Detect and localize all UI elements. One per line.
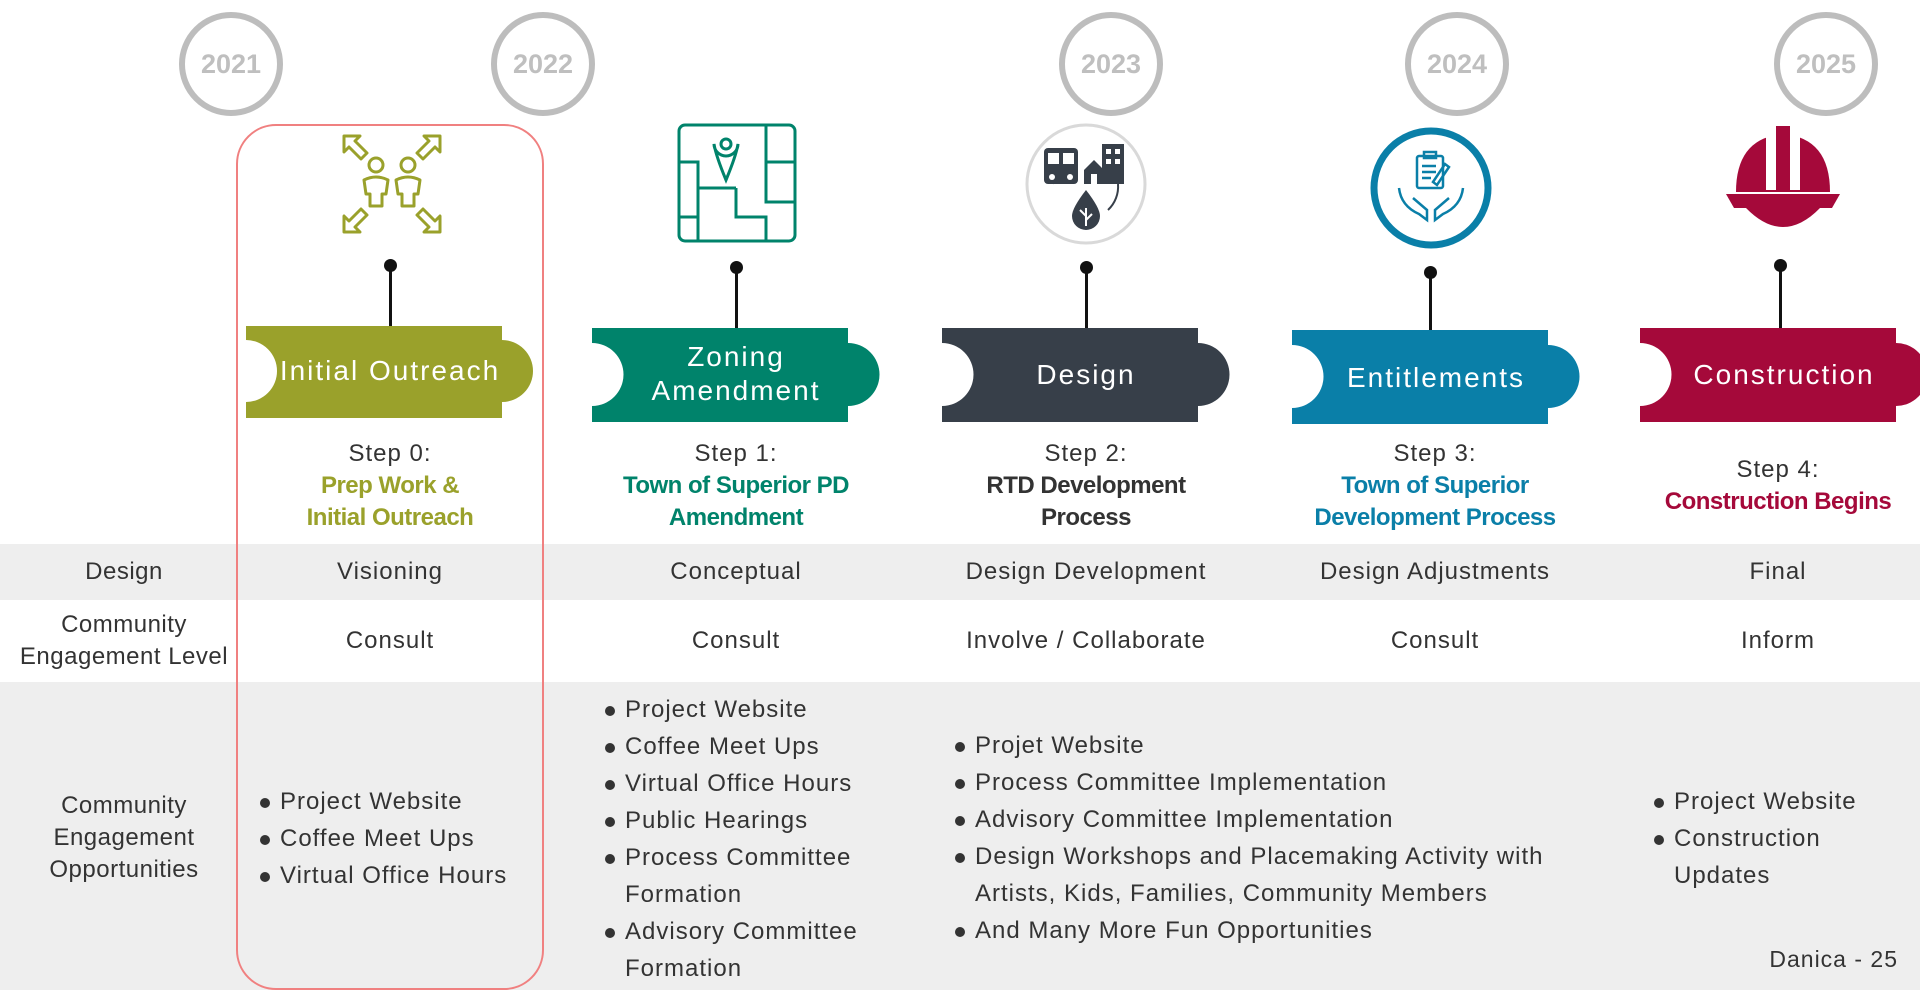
list-item: Process Committee Implementation xyxy=(953,764,1583,801)
engagement-level-label: Engagement Level xyxy=(19,643,229,670)
list-item: Virtual Office Hours xyxy=(258,857,538,894)
year-2023-circle: 2023 xyxy=(1059,12,1163,116)
engagement-level-label: Community xyxy=(61,611,187,638)
list-item: Advisory Committee Formation xyxy=(603,913,893,987)
current-step-highlight xyxy=(236,124,544,990)
year-2021-circle: 2021 xyxy=(179,12,283,116)
step-number: Step 3: xyxy=(1393,440,1477,467)
engagement-level-cell: Inform xyxy=(1740,627,1815,654)
connector-line xyxy=(1085,267,1088,330)
list-item: And Many More Fun Opportunities xyxy=(953,912,1583,949)
step-number: Step 1: xyxy=(694,440,778,467)
year-2025-circle: 2025 xyxy=(1774,12,1878,116)
design-cell: Final xyxy=(1749,558,1807,585)
list-item: Project Website xyxy=(258,783,538,820)
stage-banner-label: Entitlements xyxy=(1346,362,1526,393)
year-2022-circle: 2022 xyxy=(491,12,595,116)
stage-banner-construction xyxy=(1640,328,1920,422)
step-title: Prep Work & xyxy=(320,472,460,499)
transit-building-leaf-icon xyxy=(1025,123,1147,245)
stage-banner-label: Amendment xyxy=(651,375,821,406)
list-item: Design Workshops and Placemaking Activit… xyxy=(953,838,1583,912)
people-expand-icon xyxy=(342,134,442,234)
list-item: Projet Website xyxy=(953,727,1583,764)
connector-line xyxy=(735,267,738,330)
step-title: RTD Development xyxy=(986,472,1186,499)
opportunities-row-band xyxy=(0,682,1920,990)
design-cell: Conceptual xyxy=(670,558,802,585)
list-item: Virtual Office Hours xyxy=(603,765,893,802)
list-item: Project Website xyxy=(1652,783,1882,820)
list-item: Coffee Meet Ups xyxy=(603,728,893,765)
step-title: Construction Begins xyxy=(1664,488,1892,515)
design-cell: Design Development xyxy=(965,558,1207,585)
connector-line xyxy=(1429,272,1432,332)
opportunities-label: Opportunities xyxy=(49,856,199,883)
step-title: Development Process xyxy=(1314,504,1556,531)
opportunities-label: Engagement xyxy=(53,824,195,851)
list-item: Advisory Committee Implementation xyxy=(953,801,1583,838)
page-footer: Danica - 25 xyxy=(1769,946,1898,972)
opportunities-list-step1: Project Website Coffee Meet Ups Virtual … xyxy=(603,691,893,987)
list-item: Process Committee Formation xyxy=(603,839,893,913)
engagement-level-cell: Consult xyxy=(1390,627,1480,654)
list-item: Project Website xyxy=(603,691,893,728)
step-number: Step 2: xyxy=(1044,440,1128,467)
stage-banner-label: Initial Outreach xyxy=(279,355,501,386)
stage-banner-initial-outreach xyxy=(246,326,533,418)
stage-banner-label: Construction xyxy=(1693,359,1875,390)
zoning-map-pin-icon xyxy=(677,123,797,243)
engagement-level-cell: Consult xyxy=(345,627,435,654)
connector-line xyxy=(389,265,392,328)
design-cell: Visioning xyxy=(337,558,443,585)
step-title: Process xyxy=(1041,504,1131,531)
opportunities-list-step0: Project Website Coffee Meet Ups Virtual … xyxy=(258,783,538,894)
design-row-band xyxy=(0,544,1920,600)
opportunities-list-step2: Projet Website Process Committee Impleme… xyxy=(953,727,1583,949)
stage-banner-label: Design xyxy=(1036,359,1136,390)
engagement-level-cell: Involve / Collaborate xyxy=(966,627,1206,654)
stage-banner-design xyxy=(942,328,1230,422)
step-number: Step 4: xyxy=(1736,456,1820,483)
step-title: Amendment xyxy=(668,504,804,531)
list-item: Coffee Meet Ups xyxy=(258,820,538,857)
step-number: Step 0: xyxy=(348,440,432,467)
stage-banner-label: Zoning xyxy=(687,341,785,372)
list-item: Public Hearings xyxy=(603,802,893,839)
year-2024-circle: 2024 xyxy=(1405,12,1509,116)
hard-hat-icon xyxy=(1726,126,1840,227)
opportunities-list-step4: Project Website Construction Updates xyxy=(1652,783,1882,894)
list-item: Construction Updates xyxy=(1652,820,1882,894)
stage-banner-entitlements xyxy=(1292,330,1580,424)
stage-banner-zoning xyxy=(592,328,880,422)
step-title: Town of Superior xyxy=(1341,472,1529,499)
connector-line xyxy=(1779,265,1782,328)
step-title: Initial Outreach xyxy=(306,504,474,531)
step-title: Town of Superior PD xyxy=(622,472,850,499)
design-row-label: Design xyxy=(85,558,163,585)
engagement-level-cell: Consult xyxy=(691,627,781,654)
clipboard-hands-icon xyxy=(1370,127,1492,249)
opportunities-label: Community xyxy=(61,792,187,819)
design-cell: Design Adjustments xyxy=(1319,558,1551,585)
